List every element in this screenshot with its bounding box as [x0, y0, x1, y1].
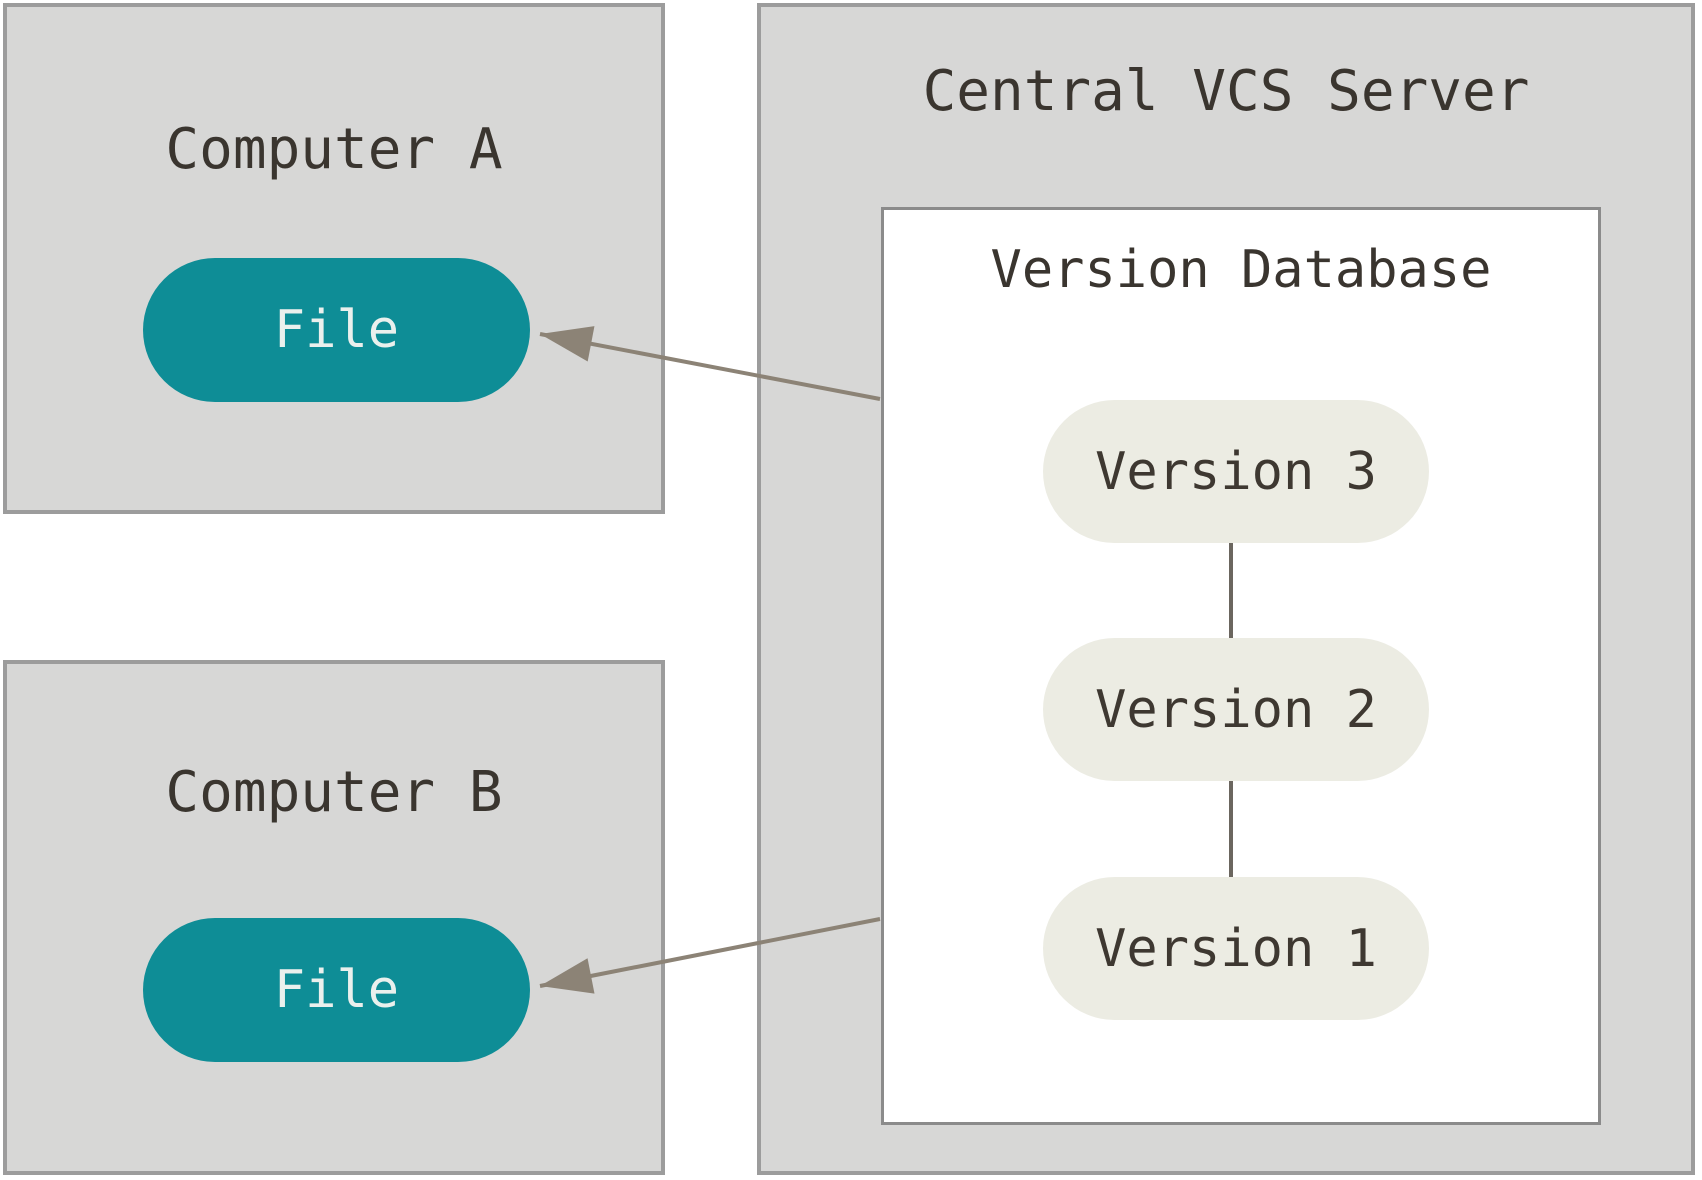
- version-node-3: Version 3: [1043, 400, 1429, 543]
- computer-a-title: Computer A: [165, 117, 503, 182]
- computer-a-box: Computer A File: [3, 3, 665, 514]
- computer-b-box: Computer B File: [3, 660, 665, 1175]
- computer-b-file-node: File: [143, 918, 530, 1062]
- computer-a-file-node: File: [143, 258, 530, 402]
- connector-v2-v1: [1229, 781, 1233, 877]
- version-database-box: Version Database Version 3 Version 2 Ver…: [881, 207, 1601, 1125]
- central-vcs-server-title: Central VCS Server: [922, 59, 1530, 124]
- version-node-1: Version 1: [1043, 877, 1429, 1020]
- version-database-title: Version Database: [990, 240, 1492, 300]
- central-vcs-server-box: Central VCS Server Version Database Vers…: [757, 3, 1695, 1175]
- version-node-2: Version 2: [1043, 638, 1429, 781]
- computer-b-title: Computer B: [165, 760, 503, 825]
- connector-v3-v2: [1229, 543, 1233, 638]
